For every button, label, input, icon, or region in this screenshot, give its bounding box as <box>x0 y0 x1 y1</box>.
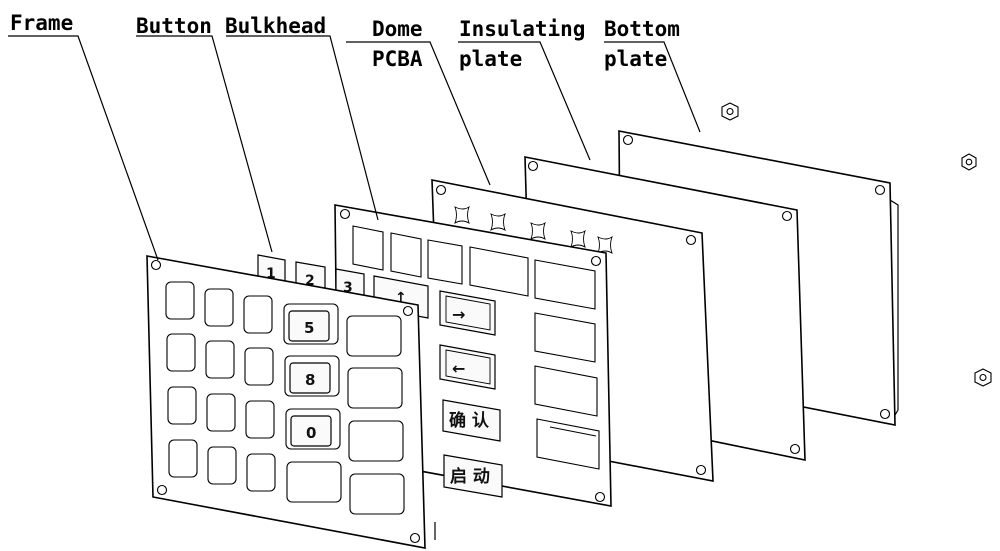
key-right: → <box>439 290 496 336</box>
label-bulkhead: Bulkhead <box>225 14 326 38</box>
key-left: ← <box>439 344 496 390</box>
key-2-label: 2 <box>305 273 315 289</box>
key-confirm-label: 确 认 <box>449 410 490 431</box>
nut-2 <box>961 153 977 171</box>
key-start-label: 启 动 <box>450 466 490 487</box>
key-up-label: ↑ <box>395 290 407 306</box>
label-pcba: PCBA <box>372 47 423 71</box>
key-1-label: 1 <box>266 266 276 282</box>
label-button: Button <box>136 14 212 38</box>
label-frame: Frame <box>10 11 73 35</box>
key-right-label: → <box>452 305 465 324</box>
label-dome: Dome <box>372 17 423 41</box>
label-insulating-plate: plate <box>459 47 522 71</box>
leader-lines <box>8 35 701 261</box>
labels: Frame Button Bulkhead Dome PCBA Insulati… <box>10 11 680 71</box>
key-0-label: 0 <box>306 424 316 442</box>
key-3-label: 3 <box>343 280 353 296</box>
key-5-label: 5 <box>304 319 314 337</box>
nut-3 <box>974 368 992 387</box>
label-bottom: Bottom <box>604 17 680 41</box>
frame-visible-keys: 5 8 0 <box>288 310 332 447</box>
key-left-label: ← <box>452 359 465 378</box>
key-confirm: 确 认 <box>442 399 501 442</box>
label-insulating: Insulating <box>459 17 585 41</box>
key-start: 启 动 <box>443 454 503 498</box>
nut-1 <box>721 102 739 121</box>
label-bottom-plate: plate <box>604 47 667 71</box>
bulkhead-windows <box>352 225 600 470</box>
key-8-label: 8 <box>305 371 315 389</box>
frame: 5 8 0 <box>146 255 436 549</box>
